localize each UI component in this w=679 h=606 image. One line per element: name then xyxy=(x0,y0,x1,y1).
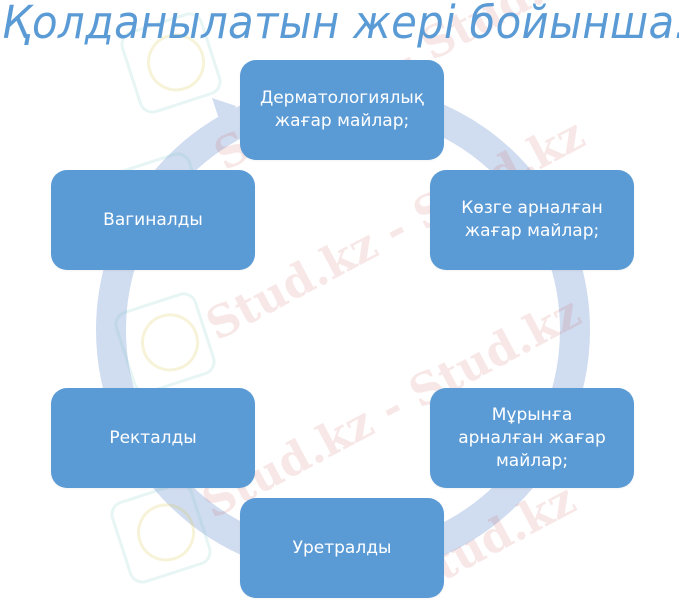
node-label: Дерматологиялық жағар майлар; xyxy=(259,88,425,131)
node-eye: Көзге арналған жағар майлар; xyxy=(430,170,634,270)
page-title: Қолданылатын жері бойынша: xyxy=(2,0,679,49)
node-vaginal: Вагиналды xyxy=(51,170,255,270)
node-label: Ректалды xyxy=(109,427,197,448)
node-urethral: Уретралды xyxy=(240,498,444,598)
node-label: Мұрынға арналған жағар майлар; xyxy=(458,404,606,471)
node-label: Көзге арналған жағар майлар; xyxy=(461,198,603,241)
node-label: Вагиналды xyxy=(103,209,203,230)
node-nasal: Мұрынға арналған жағар майлар; xyxy=(430,388,634,488)
node-label: Уретралды xyxy=(292,537,392,558)
cycle-arrow-icon xyxy=(212,98,236,134)
node-rectal: Ректалды xyxy=(51,388,255,488)
node-dermatological: Дерматологиялық жағар майлар; xyxy=(240,60,444,160)
